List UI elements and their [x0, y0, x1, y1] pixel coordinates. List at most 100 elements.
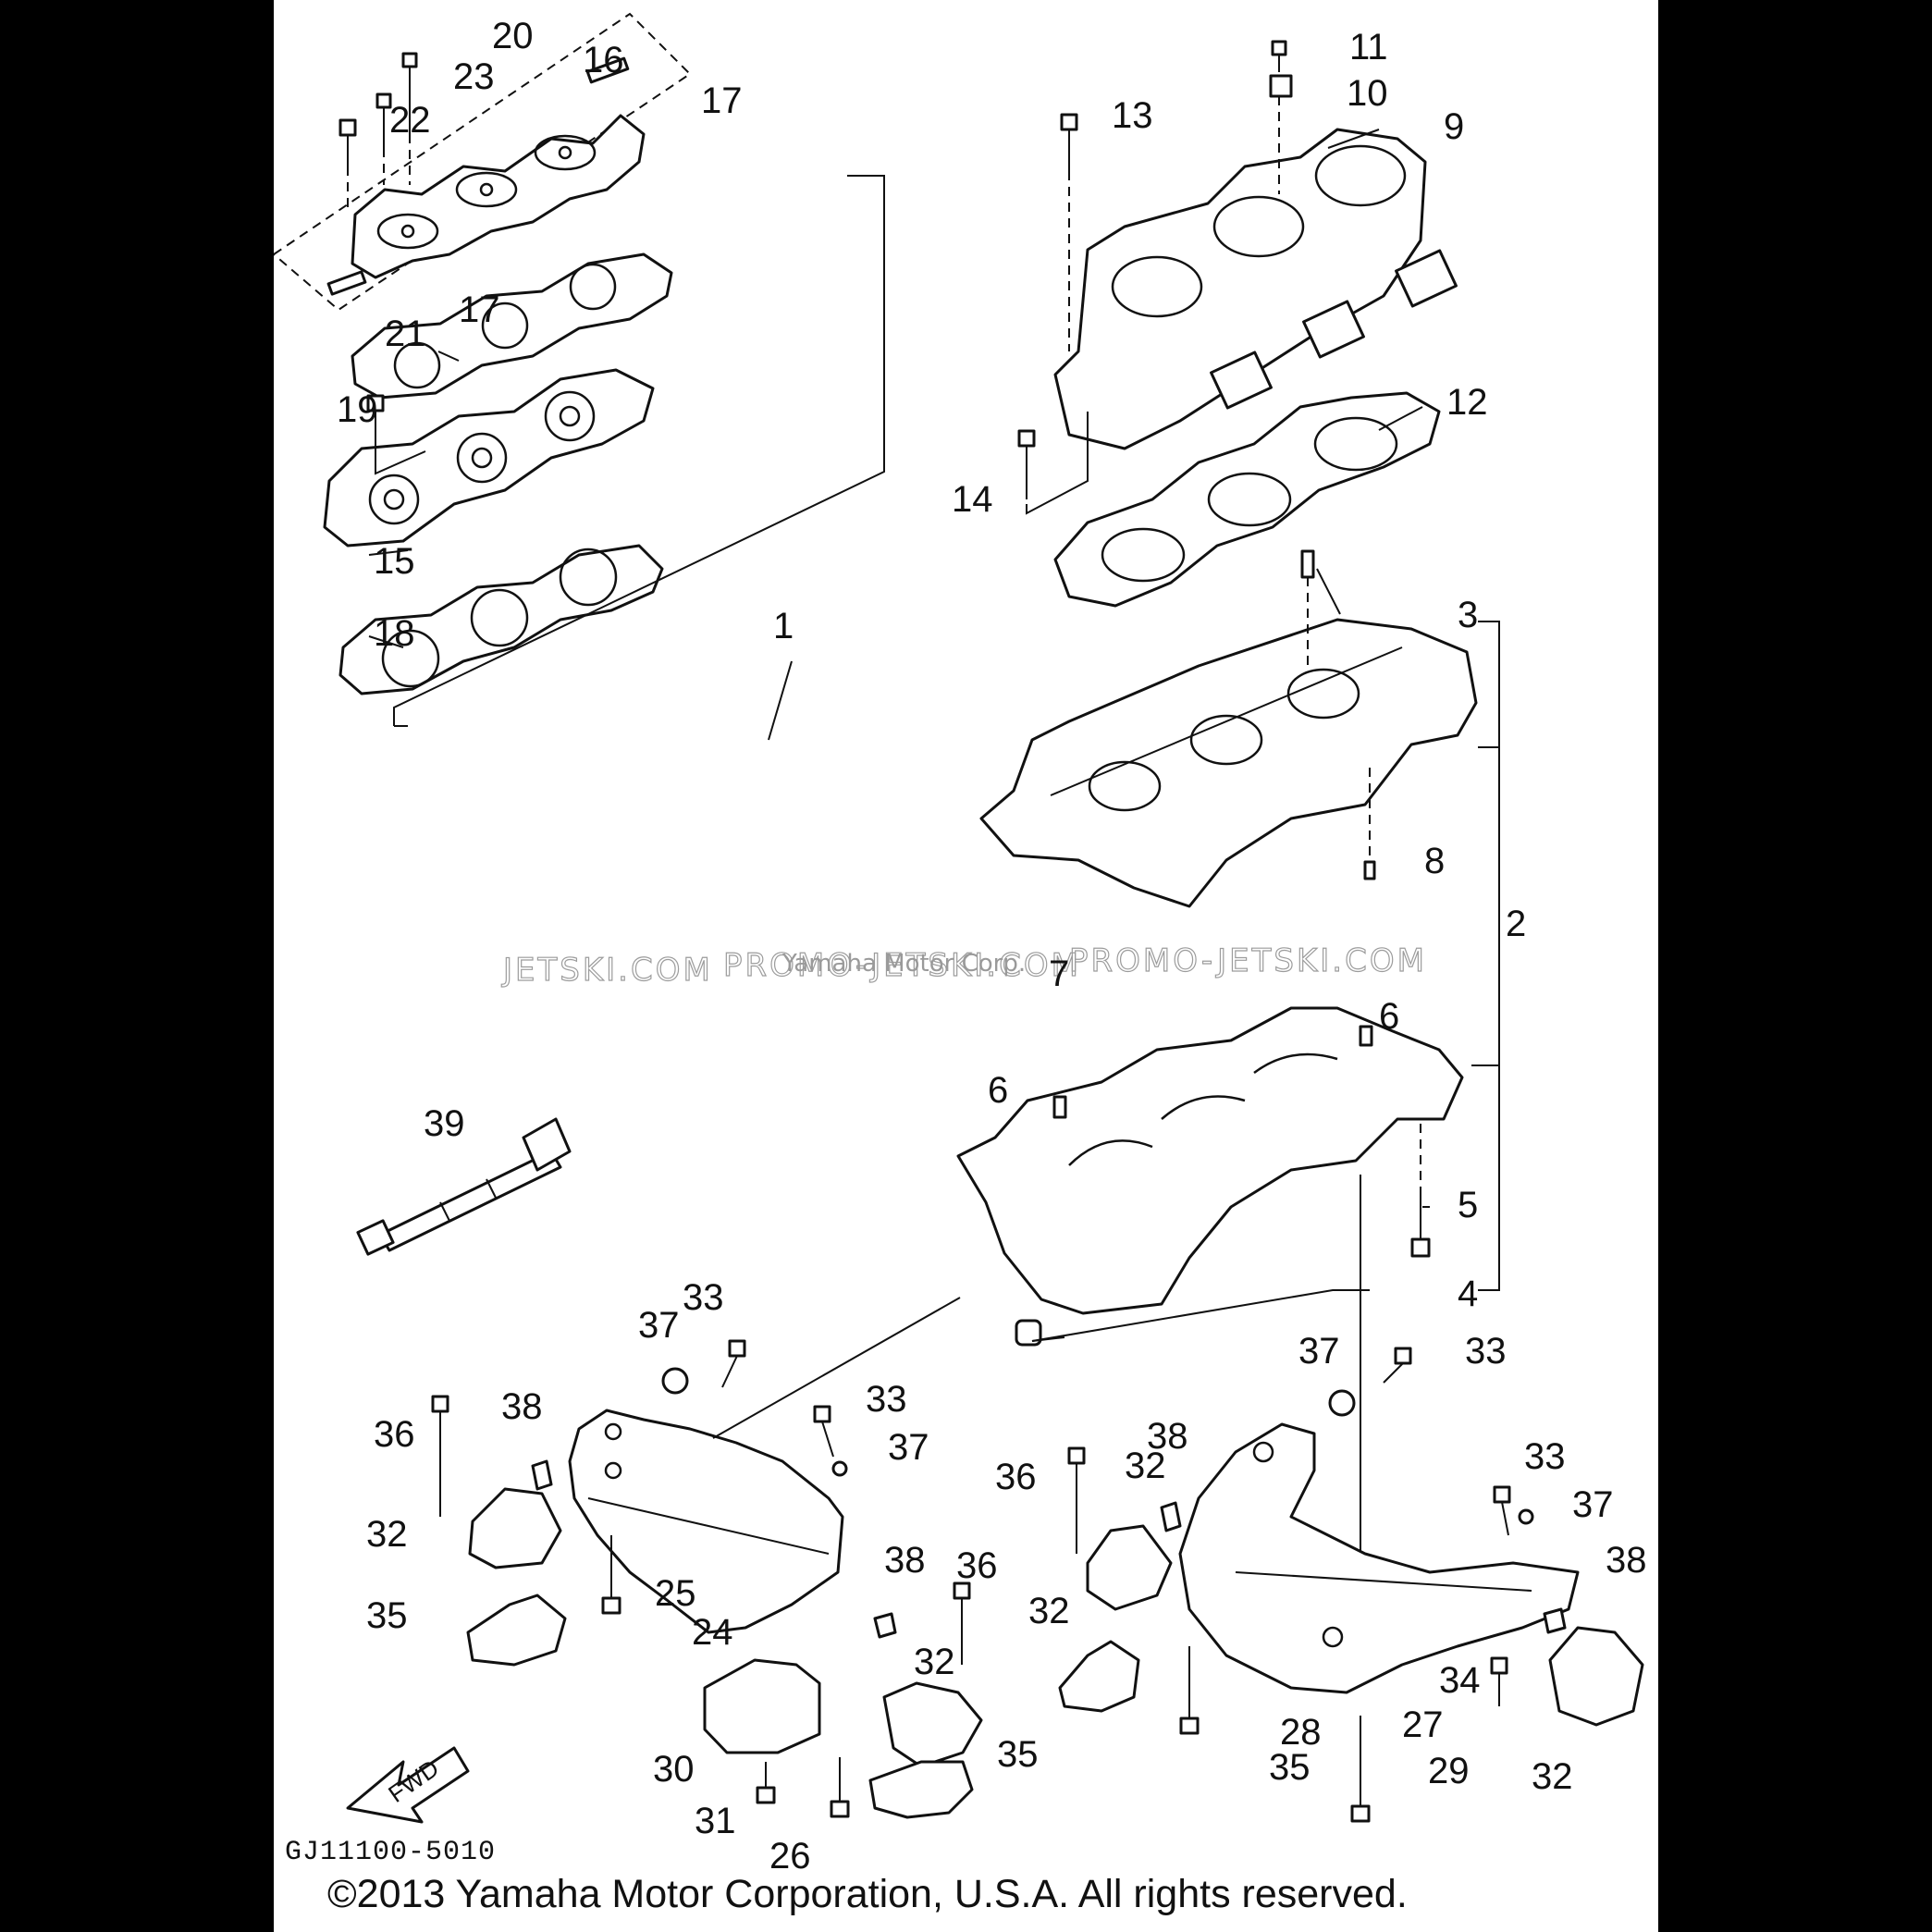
mount-plate-2 — [1058, 1640, 1140, 1713]
damper-30 — [703, 1658, 821, 1754]
callout-14: 14 — [952, 479, 993, 520]
callout-31: 31 — [695, 1801, 736, 1841]
watermark-center: PROMO-JETSKI.COM — [723, 947, 1081, 984]
dowel-6-right — [1359, 1025, 1373, 1047]
hose-joint-upper — [585, 56, 630, 84]
dowel-6-left — [1052, 1095, 1067, 1119]
rubber-mount-2 — [1086, 1524, 1173, 1611]
callout-32-e: 32 — [1532, 1756, 1573, 1797]
mount-bracket-right — [1178, 1422, 1580, 1694]
callout-38-d: 38 — [1606, 1540, 1647, 1581]
callout-21: 21 — [385, 314, 426, 354]
fwd-arrow-icon: FWD — [346, 1746, 470, 1824]
gasket-21 — [351, 252, 673, 400]
callout-33-b: 33 — [866, 1379, 907, 1420]
callout-32-b: 32 — [1125, 1446, 1166, 1486]
head-cover-dashed-frame — [274, 12, 692, 312]
cylinder-head-cover — [351, 114, 646, 279]
callout-8: 8 — [1424, 841, 1445, 881]
callout-35-a: 35 — [366, 1595, 408, 1636]
callout-17-top: 17 — [701, 80, 743, 121]
shaft-body — [378, 1150, 562, 1252]
callout-1: 1 — [773, 606, 794, 646]
callout-33-d: 33 — [1524, 1436, 1566, 1477]
washer-37c — [1328, 1389, 1356, 1417]
callout-29: 29 — [1428, 1751, 1470, 1791]
callout-37-d: 37 — [1572, 1484, 1614, 1525]
callout-37-c: 37 — [1298, 1331, 1340, 1372]
callout-16: 16 — [583, 40, 624, 80]
callout-27: 27 — [1402, 1704, 1444, 1745]
callout-33-a: 33 — [683, 1277, 724, 1318]
callout-13: 13 — [1112, 95, 1153, 136]
callout-19: 19 — [337, 389, 378, 430]
callout-38-a: 38 — [501, 1386, 543, 1427]
rubber-mount-4 — [1548, 1626, 1644, 1727]
watermark-overlay: Yamaha Motor Corp. — [781, 950, 1026, 978]
copyright-notice: ©2013 Yamaha Motor Corporation, U.S.A. A… — [327, 1872, 1408, 1916]
dowel-3 — [1300, 549, 1315, 579]
mount-plate-3 — [868, 1760, 974, 1819]
head-cover-assembly — [274, 12, 692, 312]
bracket-10 — [1269, 74, 1293, 98]
callout-23: 23 — [453, 56, 495, 97]
crankcase-lower — [956, 1006, 1464, 1315]
watermark-left: JETSKI.COM — [501, 952, 713, 989]
callout-35-b: 35 — [1269, 1747, 1311, 1788]
leader-lines — [368, 129, 1430, 1439]
callout-7: 7 — [1049, 954, 1069, 994]
cylinder-head — [323, 368, 655, 548]
callout-30: 30 — [653, 1749, 695, 1790]
rubber-mount-1 — [468, 1487, 562, 1569]
callout-18: 18 — [374, 613, 415, 654]
callout-34: 34 — [1439, 1660, 1481, 1701]
callout-numbers: 1 2 3 4 5 6 6 7 8 9 10 11 12 13 14 15 16… — [337, 16, 1647, 1877]
callout-5: 5 — [1458, 1185, 1478, 1225]
callout-36-b: 36 — [995, 1457, 1037, 1497]
mount-bracket-left — [568, 1409, 844, 1634]
rubber-mounts — [468, 1487, 1644, 1768]
callout-37-a: 37 — [638, 1305, 680, 1346]
callout-33-c: 33 — [1465, 1331, 1507, 1372]
cylinder-gasket — [1053, 391, 1441, 608]
callout-6-right: 6 — [1379, 996, 1399, 1037]
head-gasket — [338, 544, 664, 695]
rubber-mount-3 — [882, 1681, 983, 1768]
head-cover-bolts — [338, 52, 418, 213]
cylinder-block — [1053, 128, 1427, 450]
callout-38-b: 38 — [1147, 1416, 1188, 1457]
bolt-20-head — [401, 52, 418, 68]
drawing-code: GJ11100-5010 — [285, 1837, 497, 1868]
callout-2: 2 — [1506, 904, 1526, 944]
exploded-view-drawing: FWD JETSKI.COM PROMO-JETSKI.COM PROMO-JE… — [274, 12, 1647, 1877]
callout-11: 11 — [1349, 27, 1388, 68]
callout-38-c: 38 — [884, 1540, 926, 1581]
collar-4 — [1015, 1319, 1042, 1347]
callout-22: 22 — [389, 100, 431, 141]
callout-36-a: 36 — [374, 1414, 415, 1455]
callout-35-c: 35 — [997, 1734, 1039, 1775]
callout-4: 4 — [1458, 1274, 1478, 1314]
callout-36-c: 36 — [956, 1545, 998, 1586]
callout-10: 10 — [1347, 73, 1388, 114]
callout-20: 20 — [492, 16, 534, 56]
hose-joint-lower — [326, 270, 367, 296]
callout-39: 39 — [424, 1103, 465, 1144]
callout-32-a: 32 — [366, 1514, 408, 1555]
callout-25: 25 — [655, 1573, 696, 1614]
washer-37a — [661, 1367, 689, 1395]
callout-26: 26 — [769, 1836, 811, 1877]
callout-32-c: 32 — [1028, 1591, 1070, 1631]
callout-17-bottom: 17 — [459, 289, 500, 330]
parts-diagram-sheet: FWD JETSKI.COM PROMO-JETSKI.COM PROMO-JE… — [274, 0, 1658, 1932]
callout-32-d: 32 — [914, 1642, 955, 1682]
callout-6-left: 6 — [988, 1070, 1008, 1111]
callout-28: 28 — [1280, 1712, 1322, 1753]
mount-plate-1 — [466, 1594, 567, 1667]
callout-37-b: 37 — [888, 1427, 929, 1468]
watermark-right: PROMO-JETSKI.COM — [1069, 942, 1427, 979]
callout-15: 15 — [374, 541, 415, 582]
callout-3: 3 — [1458, 595, 1478, 635]
callout-24: 24 — [692, 1612, 733, 1653]
mount-bolts — [431, 1339, 1511, 1823]
